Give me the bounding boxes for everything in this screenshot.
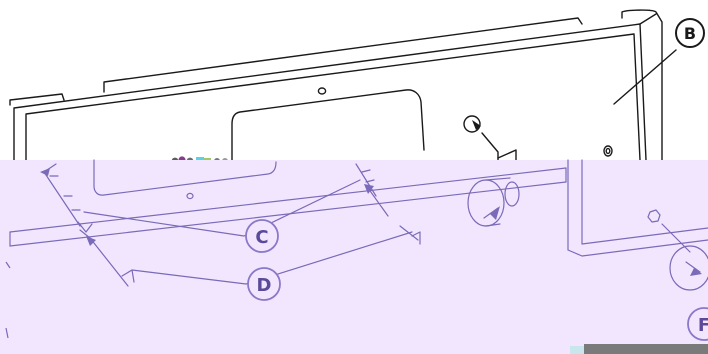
dowel-right-end (504, 181, 520, 207)
left-tab (9, 93, 65, 106)
callout-d: D (247, 267, 281, 301)
lower-line-art (9, 159, 708, 291)
callout-d-circle (247, 267, 281, 301)
lower-right-arrow (685, 261, 701, 273)
callout-c-label: C (255, 227, 268, 248)
hex-nut-leader (661, 223, 691, 253)
callout-b: B (675, 18, 705, 48)
screw-hole-top (317, 87, 327, 95)
pin-leader (481, 132, 499, 161)
right-end-plate-front (639, 13, 657, 25)
left-screw (43, 171, 81, 227)
pin-head (463, 115, 481, 133)
callout-d-label: D (257, 275, 272, 296)
hex-nut (647, 209, 661, 223)
screw-d-left-arrow (79, 229, 91, 239)
callout-c: C (245, 219, 279, 253)
upper-line-art (9, 9, 677, 165)
lower-right-arrow-head (690, 268, 702, 276)
side-pocket-edge (497, 149, 517, 161)
middle-screw-arrow (367, 187, 389, 217)
callout-f: F (687, 307, 708, 341)
screw-hole-lower (186, 192, 194, 200)
left-rail-bottom (9, 181, 567, 247)
panel-opening (231, 89, 425, 161)
dowel-arrow-head (490, 206, 500, 220)
bottom-bar-artifact (584, 344, 708, 354)
bottom-bar-tail (570, 346, 584, 354)
callout-b-label: B (684, 24, 696, 43)
stray-mark-left (5, 261, 11, 339)
left-screw-arrowhead (40, 168, 50, 176)
right-end-plate (621, 9, 663, 161)
callout-b-circle (675, 18, 705, 48)
callout-b-leader (613, 49, 677, 105)
pin-arrow-head (472, 120, 481, 130)
front-panel-inner-edge (25, 33, 641, 161)
top-lip (103, 17, 583, 93)
dowel-left-end (467, 179, 505, 227)
left-rail-edge (9, 167, 567, 247)
middle-screw (355, 163, 377, 197)
small-nut-upper (603, 145, 613, 157)
overlay-region (0, 160, 708, 354)
screw-d-left-arrowhead (86, 236, 96, 246)
left-screw-head (77, 221, 93, 233)
lower-right-round (669, 245, 708, 291)
opening-lower (93, 159, 277, 196)
callout-f-label: F (698, 315, 708, 336)
middle-screw-arrowhead (364, 184, 374, 194)
right-bracket (567, 159, 708, 257)
small-nut-upper-inner (605, 147, 611, 155)
callout-f-circle (687, 307, 708, 341)
left-rail-top (9, 167, 567, 233)
callout-c-circle (245, 219, 279, 253)
